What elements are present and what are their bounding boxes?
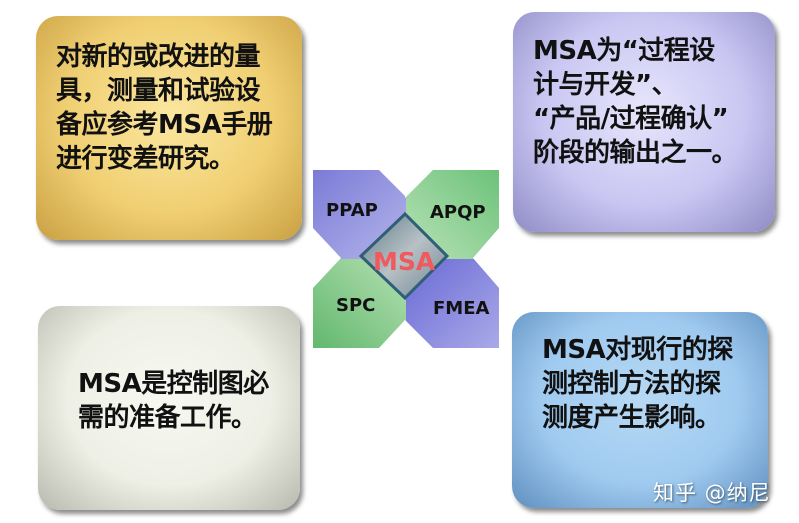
box-text: MSA为“过程设 计与开发”、 “产品/过程确认” 阶段的输出之一。 [533, 36, 738, 168]
msa-center-diagram: PPAP APQP SPC FMEA MSA [313, 170, 499, 348]
quadrant-label-fmea: FMEA [433, 298, 490, 319]
quadrant-label-ppap: PPAP [326, 200, 378, 221]
quadrant-label-apqp: APQP [430, 202, 486, 223]
msa-core [358, 211, 450, 301]
box-text: MSA是控制图必 需的准备工作。 [78, 368, 269, 433]
box-new-gauge-variation-study: 对新的或改进的量 具，测量和试验设 备应参考MSA手册 进行变差研究。 [36, 16, 302, 240]
box-control-chart-prep: MSA是控制图必 需的准备工作。 [38, 306, 300, 510]
box-msa-output-stage: MSA为“过程设 计与开发”、 “产品/过程确认” 阶段的输出之一。 [513, 12, 775, 232]
quadrant-label-spc: SPC [336, 295, 376, 316]
box-text: 对新的或改进的量 具，测量和试验设 备应参考MSA手册 进行变差研究。 [56, 42, 273, 174]
watermark: 知乎 @纳尼 [653, 481, 771, 505]
arrows-graphic [313, 170, 499, 348]
box-text: MSA对现行的探 测控制方法的探 测度产生影响。 [542, 335, 733, 433]
core-label-msa: MSA [373, 247, 436, 276]
box-detection-impact: MSA对现行的探 测控制方法的探 测度产生影响。 [512, 312, 768, 508]
